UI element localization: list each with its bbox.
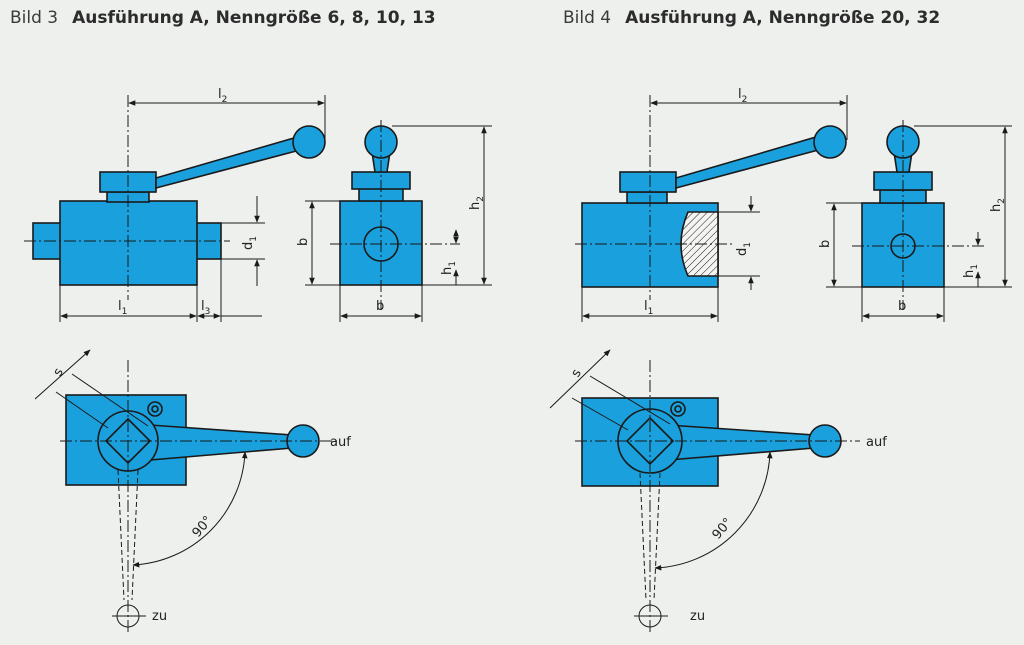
fig4-handle-knob bbox=[813, 125, 847, 159]
fig4-label-l1: l1 bbox=[644, 299, 653, 317]
fig4-label-s: s bbox=[568, 366, 584, 380]
fig4-handle-hub bbox=[619, 171, 677, 193]
fig4-label-open: auf bbox=[866, 435, 887, 450]
fig3-dim-s bbox=[34, 349, 91, 400]
fig4-top-lever bbox=[667, 424, 815, 461]
fig3-label-l2: l2 bbox=[218, 87, 227, 105]
fig3-top-view bbox=[65, 394, 320, 486]
fig3-label-h2: h2 bbox=[468, 196, 486, 210]
fig4-dim-s bbox=[549, 349, 611, 409]
figure-4-title: Ausführung A, Nenngröße 20, 32 bbox=[625, 8, 941, 28]
fig3-label-d1: d1 bbox=[241, 236, 259, 250]
fig3-top-lever bbox=[149, 424, 293, 461]
fig4-stem-neck bbox=[626, 191, 668, 204]
figure-3-caption: Bild 3 Ausführung A, Nenngröße 6, 8, 10, … bbox=[10, 8, 436, 28]
fig3-front-view bbox=[32, 125, 326, 286]
figure-3-title: Ausführung A, Nenngröße 6, 8, 10, 13 bbox=[72, 8, 436, 28]
fig3-label-s: s bbox=[50, 365, 66, 379]
fig4-rotation-arc bbox=[654, 451, 773, 571]
figure-4-caption: Bild 4 Ausführung A, Nenngröße 20, 32 bbox=[563, 8, 940, 28]
fig4-label-b-vertical: b bbox=[818, 240, 833, 248]
fig3-label-angle: 90° bbox=[190, 513, 216, 540]
fig4-handle-lever bbox=[675, 136, 824, 190]
fig4-label-h2: h2 bbox=[989, 198, 1007, 212]
fig3-handle-lever bbox=[155, 137, 302, 190]
fig3-stop-pin bbox=[147, 401, 163, 417]
fig3-label-b-vertical: b bbox=[296, 238, 311, 246]
fig4-label-closed: zu bbox=[690, 609, 705, 624]
fig3-label-b-horizontal: b bbox=[376, 299, 384, 314]
fig3-label-h1: h1 bbox=[440, 261, 458, 275]
fig3-rotation-arc bbox=[132, 451, 248, 568]
fig3-label-l3: l3 bbox=[201, 299, 210, 317]
fig3-label-open: auf bbox=[330, 435, 351, 450]
fig4-label-angle: 90° bbox=[710, 515, 736, 542]
fig4-top-view bbox=[581, 397, 842, 487]
figure-3-number: Bild 3 bbox=[10, 8, 59, 28]
fig4-stop-pin bbox=[670, 401, 686, 417]
fig3-label-closed: zu bbox=[152, 609, 167, 624]
fig4-label-l2: l2 bbox=[738, 87, 747, 105]
fig3-label-l1: l1 bbox=[118, 299, 127, 317]
fig4-label-d1: d1 bbox=[735, 242, 753, 256]
figure-4-number: Bild 4 bbox=[563, 8, 612, 28]
fig4-label-b-horizontal: b bbox=[898, 299, 906, 314]
fig4-front-view bbox=[581, 125, 847, 288]
fig4-label-h1: h1 bbox=[962, 264, 980, 278]
fig3-handle-knob bbox=[292, 125, 326, 159]
